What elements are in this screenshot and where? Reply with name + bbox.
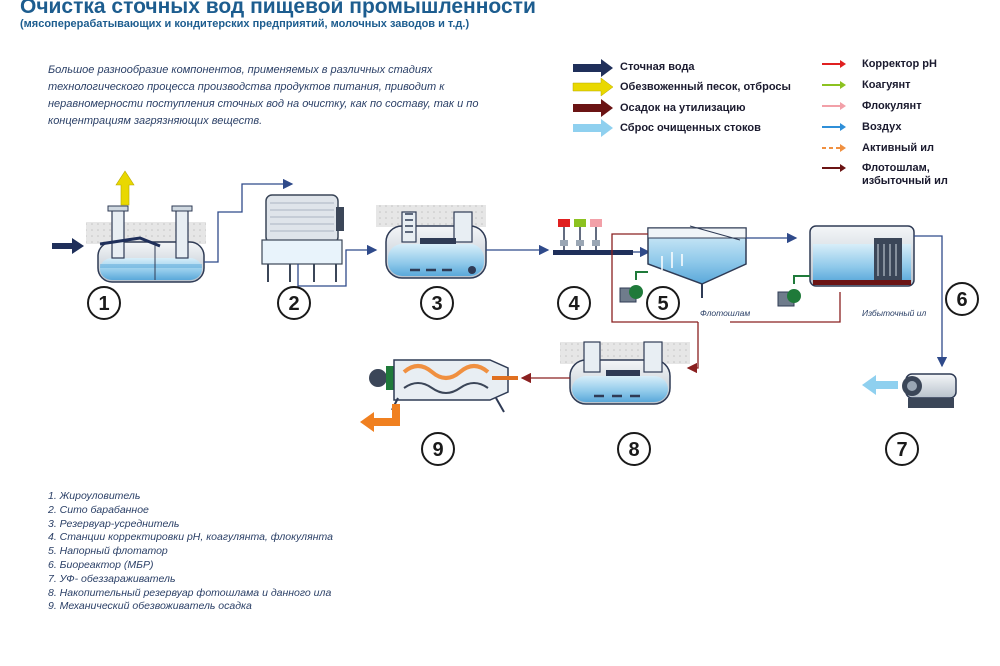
stage-number-6: 6 (945, 282, 979, 316)
intro-text: Большое разнообразие компонентов, примен… (48, 64, 479, 127)
page-subtitle: (мясоперерабатывающих и кондитерских пре… (20, 18, 470, 30)
sand-up-arrow (115, 170, 135, 206)
stage-1-grease-trap (52, 170, 294, 283)
legend-label-coagulant: Коагуянт (862, 79, 911, 91)
stage-number-9: 9 (421, 432, 455, 466)
stage-8-storage-tank (520, 341, 690, 405)
legend-arrow-sediment (573, 99, 613, 117)
stages-list: 1. Жироуловитель 2. Сито барабанное 3. Р… (48, 490, 333, 614)
inlet-arrow (52, 238, 84, 254)
stage-6-bioreactor (730, 225, 948, 368)
legend-right-arrows (822, 60, 846, 172)
sediment-out-arrow (360, 404, 400, 432)
stages-list-item: 5. Напорный флотатор (48, 545, 168, 558)
legend-label-activated-sludge: Активный ил (862, 142, 934, 154)
stage-number-2: 2 (277, 286, 311, 320)
discharge-arrow (862, 375, 898, 395)
stage-number-8: 8 (617, 432, 651, 466)
stages-list-item: 6. Биореактор (МБР) (48, 558, 154, 571)
legend-label-air: Воздух (862, 121, 902, 133)
flow-label-excess-sludge: Избыточный ил (862, 308, 927, 318)
legend-label-sediment: Осадок на утилизацию (620, 102, 746, 114)
legend-label-sand: Обезвоженный песок, отбросы (620, 81, 791, 93)
stages-list-item: 1. Жироуловитель (48, 490, 141, 502)
legend-arrow-discharge (573, 119, 613, 137)
stages-list-item: 9. Механический обезвоживатель осадка (48, 600, 252, 613)
page-title: Очистка сточных вод пищевой промышленнос… (20, 0, 536, 18)
legend-label-flotosludge: Флотошлам, избыточный ил (862, 162, 948, 187)
stages-list-item: 8. Накопительный резервуар фотошлама и д… (48, 586, 332, 599)
stage-5-flotator (611, 225, 798, 374)
stage-2-drum-screen (261, 194, 378, 287)
flow-label-flotosludge: Флотошлам (700, 308, 751, 318)
stages-list-item: 2. Сито барабанное (48, 503, 149, 516)
stages-list-item: 4. Станции корректировки pH, коагулянта,… (48, 531, 333, 544)
stages-list-item: 7. УФ- обеззараживатель (48, 572, 176, 585)
stage-number-1: 1 (87, 286, 121, 320)
stages-list-item: 3. Резервуар-усреднитель (48, 517, 180, 530)
legend-label-wastewater: Сточная вода (620, 61, 695, 73)
stage-3-equalization-tank (376, 205, 550, 279)
legend-left-arrows (572, 59, 614, 137)
stage-4-dosing-stations (553, 219, 651, 258)
legend-label-discharge: Сброс очищенных стоков (620, 122, 761, 134)
stage-7-uv-disinfector (862, 373, 957, 408)
legend-arrow-wastewater (573, 59, 613, 77)
stage-number-7: 7 (885, 432, 919, 466)
legend-label-ph: Корректор pH (862, 58, 937, 70)
stage-number-5: 5 (646, 286, 680, 320)
stage-number-4: 4 (557, 286, 591, 320)
stage-number-3: 3 (420, 286, 454, 320)
legend-arrow-sand (572, 77, 614, 97)
legend-label-flocculant: Флокулянт (862, 100, 922, 112)
stage-9-decanter (360, 359, 518, 432)
